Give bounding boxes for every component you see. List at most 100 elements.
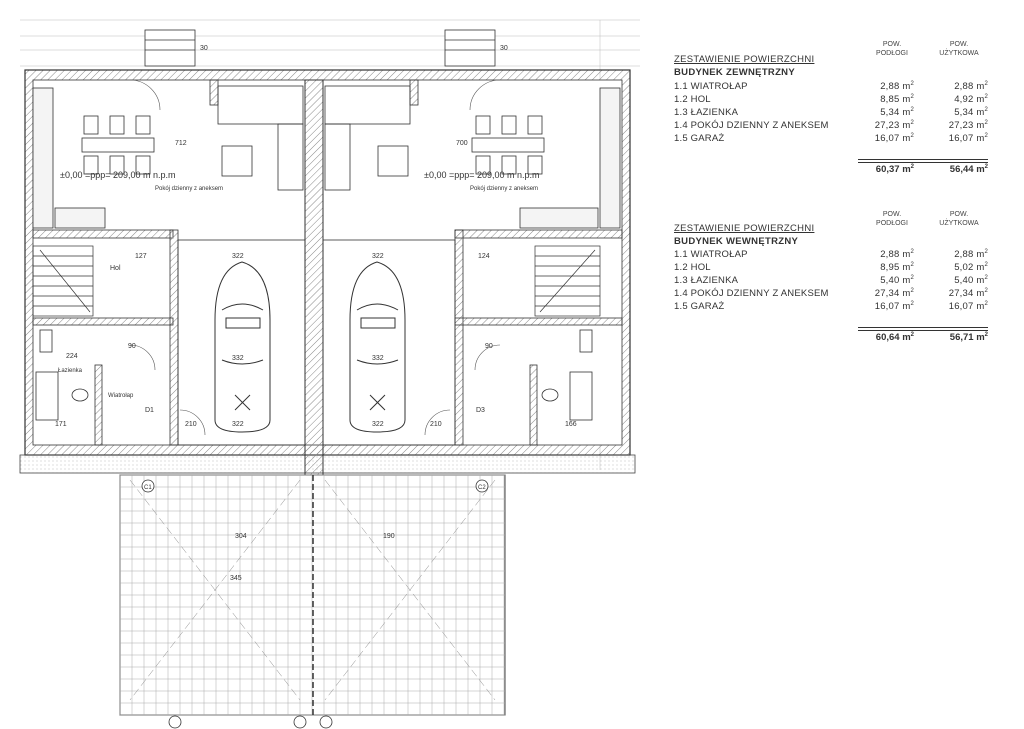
col-floor-header: POW. PODŁOGI [862, 210, 922, 228]
divider [858, 159, 988, 160]
kitchens [32, 87, 621, 229]
dim-332-a: 332 [232, 355, 244, 362]
outer-walls [19, 69, 636, 474]
dim-171: 171 [55, 421, 67, 428]
table-title: ZESTAWIENIE POWIERZCHNI [674, 223, 815, 234]
col-usable-header-line1: POW. [949, 41, 969, 48]
row-name: 1.3 ŁAZIENKA [674, 107, 739, 118]
entrance-steps [144, 29, 496, 67]
marker-d3: D3 [476, 407, 485, 414]
dim-30-b: 30 [500, 45, 508, 52]
marker-c2: C2 [478, 485, 486, 491]
room-label-right: Pokój dzienny z aneksem [470, 186, 538, 192]
row-usable: 4,92 m2 [954, 94, 988, 105]
col-floor-header-line1: POW. [882, 211, 902, 218]
total-floor: 60,37 m2 [875, 164, 914, 175]
area-table-internal: POW. PODŁOGI POW. UŻYTKOWA ZESTAWIENIE P… [672, 210, 994, 350]
floor-plan-drawing: ±0,00 =ppp= 209,00 m n.p.m ±0,00 =ppp= 2… [19, 19, 640, 729]
table-row: 1.1 WIATROŁAP 2,88 m2 2,88 m2 [674, 81, 992, 94]
row-usable: 16,07 m2 [948, 133, 988, 144]
door-swings [129, 79, 501, 436]
row-floor: 8,95 m2 [880, 262, 914, 273]
dim-322-a: 322 [232, 253, 244, 260]
table-title: ZESTAWIENIE POWIERZCHNI [674, 54, 815, 65]
party-wall [304, 79, 324, 476]
row-usable: 5,02 m2 [954, 262, 988, 273]
dim-190: 190 [383, 533, 395, 540]
dim-166: 166 [565, 421, 577, 428]
bathrooms [35, 329, 593, 421]
total-floor: 60,64 m2 [875, 332, 914, 343]
row-floor: 27,34 m2 [874, 288, 914, 299]
col-floor-header-line2: PODŁOGI [876, 50, 908, 57]
car-right [349, 261, 406, 433]
room-label-left: Pokój dzienny z aneksem [155, 186, 223, 192]
row-floor: 27,23 m2 [874, 120, 914, 131]
dim-210-a: 210 [185, 421, 197, 428]
table-row: 1.3 ŁAZIENKA 5,40 m2 5,40 m2 [674, 275, 992, 288]
dim-127: 127 [135, 253, 147, 260]
level-label-left: ±0,00 =ppp= 209,00 m n.p.m [60, 170, 176, 180]
row-floor: 2,88 m2 [880, 81, 914, 92]
row-name: 1.5 GARAŻ [674, 301, 725, 312]
dim-304: 304 [235, 533, 247, 540]
dim-332-b: 332 [372, 355, 384, 362]
dim-30-a: 30 [200, 45, 208, 52]
row-name: 1.4 POKÓJ DZIENNY Z ANEKSEM [674, 288, 829, 299]
table-row: 1.3 ŁAZIENKA 5,34 m2 5,34 m2 [674, 107, 992, 120]
row-usable: 2,88 m2 [954, 81, 988, 92]
row-name: 1.4 POKÓJ DZIENNY Z ANEKSEM [674, 120, 829, 131]
table-subtitle: BUDYNEK ZEWNĘTRZNY [674, 67, 795, 78]
dim-322-b: 322 [372, 253, 384, 260]
row-floor: 5,34 m2 [880, 107, 914, 118]
dim-124: 124 [478, 253, 490, 260]
row-name: 1.1 WIATROŁAP [674, 81, 748, 92]
table-row: 1.4 POKÓJ DZIENNY Z ANEKSEM 27,23 m2 27,… [674, 120, 992, 133]
dim-712: 712 [175, 140, 187, 147]
wiatrolap-label: Wiatrołap [108, 393, 134, 399]
table-row: 1.1 WIATROŁAP 2,88 m2 2,88 m2 [674, 249, 992, 262]
area-table-external: POW. PODŁOGI POW. UŻYTKOWA ZESTAWIENIE P… [672, 40, 994, 180]
dim-90-b: 90 [485, 343, 493, 350]
table-row: 1.5 GARAŻ 16,07 m2 16,07 m2 [674, 133, 992, 146]
total-usable: 56,71 m2 [949, 332, 988, 343]
row-name: 1.1 WIATROŁAP [674, 249, 748, 260]
garages [177, 239, 456, 446]
col-usable-header: POW. UŻYTKOWA [924, 40, 994, 58]
row-usable: 2,88 m2 [954, 249, 988, 260]
row-usable: 27,34 m2 [948, 288, 988, 299]
col-usable-header: POW. UŻYTKOWA [924, 210, 994, 228]
dining-left [81, 115, 155, 175]
sofas [217, 85, 411, 191]
driveway [119, 474, 506, 716]
divider [858, 162, 988, 163]
row-name: 1.5 GARAŻ [674, 133, 725, 144]
car-left [214, 261, 271, 433]
dining-right [471, 115, 545, 175]
table-subtitle: BUDYNEK WEWNĘTRZNY [674, 236, 799, 247]
stairs [32, 245, 601, 317]
col-usable-header-line2: UŻYTKOWA [939, 50, 979, 57]
row-usable: 27,23 m2 [948, 120, 988, 131]
col-usable-header-line2: UŻYTKOWA [939, 220, 979, 227]
hol-label: Hol [110, 265, 121, 272]
marker-d1: D1 [145, 407, 154, 414]
row-usable: 5,34 m2 [954, 107, 988, 118]
row-floor: 5,40 m2 [880, 275, 914, 286]
total-usable: 56,44 m2 [949, 164, 988, 175]
dim-700: 700 [456, 140, 468, 147]
col-floor-header-line2: PODŁOGI [876, 220, 908, 227]
row-name: 1.3 ŁAZIENKA [674, 275, 739, 286]
dim-90-a: 90 [128, 343, 136, 350]
dim-345: 345 [230, 575, 242, 582]
col-floor-header-line1: POW. [882, 41, 902, 48]
interior-walls [32, 79, 623, 446]
dim-210-b: 210 [430, 421, 442, 428]
col-floor-header: POW. PODŁOGI [862, 40, 922, 58]
level-label-right: ±0,00 =ppp= 209,00 m n.p.m [424, 170, 540, 180]
row-usable: 16,07 m2 [948, 301, 988, 312]
row-floor: 2,88 m2 [880, 249, 914, 260]
divider [858, 327, 988, 328]
table-row: 1.2 HOL 8,85 m2 4,92 m2 [674, 94, 992, 107]
table-row: 1.4 POKÓJ DZIENNY Z ANEKSEM 27,34 m2 27,… [674, 288, 992, 301]
